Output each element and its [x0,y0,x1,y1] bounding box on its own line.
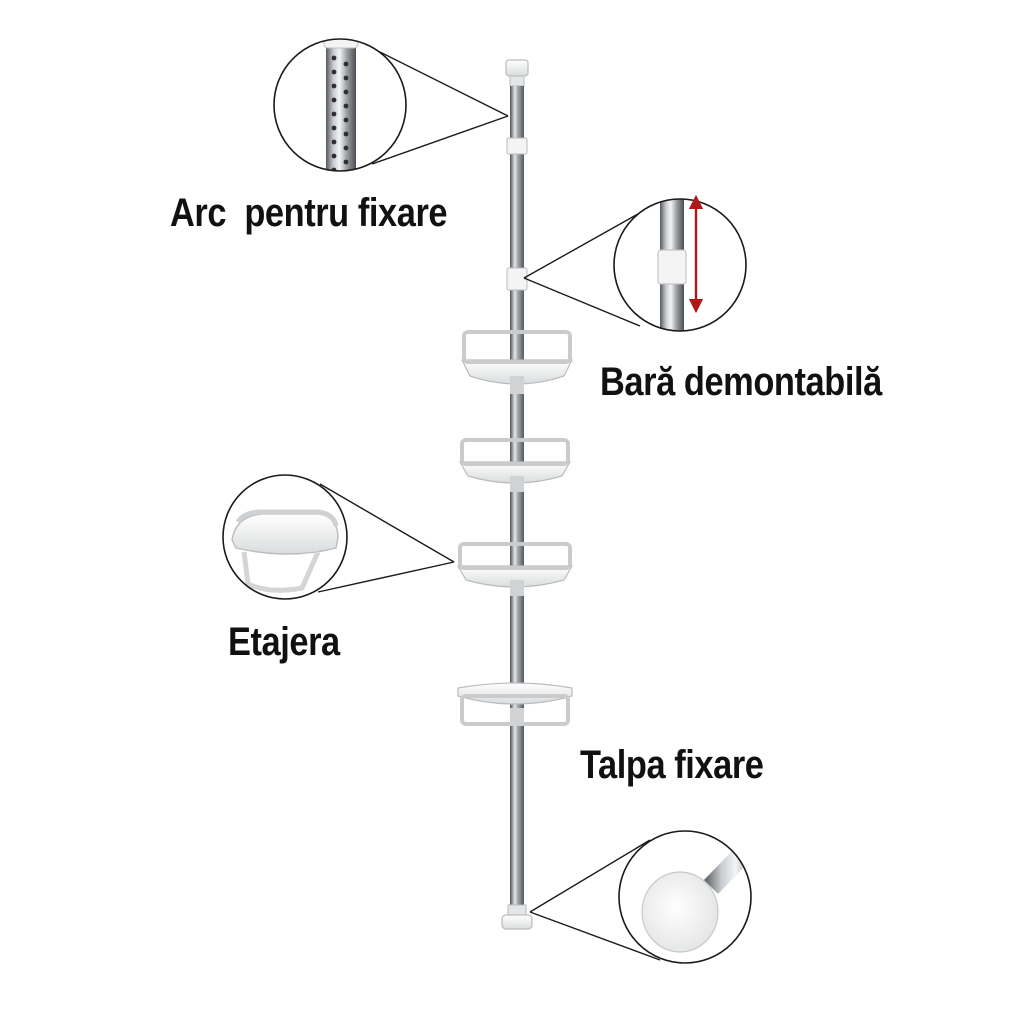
tension-pole [501,59,533,930]
spring-perforations [331,55,349,171]
label-spring: Arc pentru fixare [170,191,448,235]
bottom-foot [501,914,533,930]
top-cap [505,59,529,77]
callout-lines [317,51,661,961]
shelf-2 [458,438,572,492]
label-shelf: Etajera [228,620,340,664]
top-cap-neck [509,75,525,87]
shelf-4 [457,682,573,726]
callout-spring [273,38,407,172]
callout-foot [618,830,752,964]
shelf-3 [456,542,574,596]
pole-joint-middle [506,267,528,291]
shelf-1 [461,330,573,394]
callout-shelf [222,474,348,600]
pole-joint-top [506,137,528,155]
label-detachable-bar: Bară demontabilă [600,360,882,404]
pole-shaft [510,86,524,916]
label-foot: Talpa fixare [580,743,764,787]
callout-detachable-bar [613,194,747,332]
